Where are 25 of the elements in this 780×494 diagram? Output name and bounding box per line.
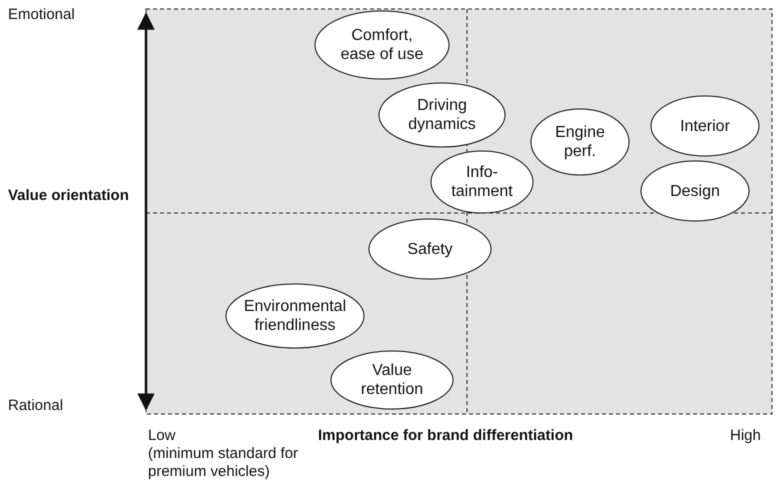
ellipse-bubble [225, 283, 365, 349]
bubble-label: Safety [406, 240, 454, 258]
axis-label: Emotional [8, 6, 75, 24]
bubble-label: Engine perf. [554, 123, 606, 161]
axis-label: Low [148, 427, 176, 445]
axis-label: High [730, 427, 761, 445]
bubble-label: Driving dynamics [407, 96, 477, 134]
bubble-label: Value retention [360, 361, 424, 399]
axis-label: Rational [8, 397, 64, 415]
bubble-label: Comfort, ease of use [340, 26, 424, 64]
ellipse-bubble [530, 108, 630, 176]
axis-title: Importance for brand differentiation [318, 427, 574, 445]
ellipse-bubble [430, 150, 534, 214]
ellipse-bubble [368, 218, 492, 280]
bubble-label: Interior [679, 116, 731, 136]
ellipse-bubble [314, 10, 450, 80]
bubble-label: Design [669, 182, 721, 200]
ellipse-bubble [330, 350, 454, 410]
bubble-label: Environmental friendliness [242, 297, 348, 335]
ellipse-bubble [640, 160, 750, 222]
ellipse-bubble [378, 82, 506, 148]
bubble-label: Info-tainment [450, 163, 514, 201]
axis-note: (minimum standard for premium vehicles) [148, 445, 300, 481]
axis-title: Value orientation [8, 187, 130, 205]
ellipse-bubble [650, 95, 760, 157]
